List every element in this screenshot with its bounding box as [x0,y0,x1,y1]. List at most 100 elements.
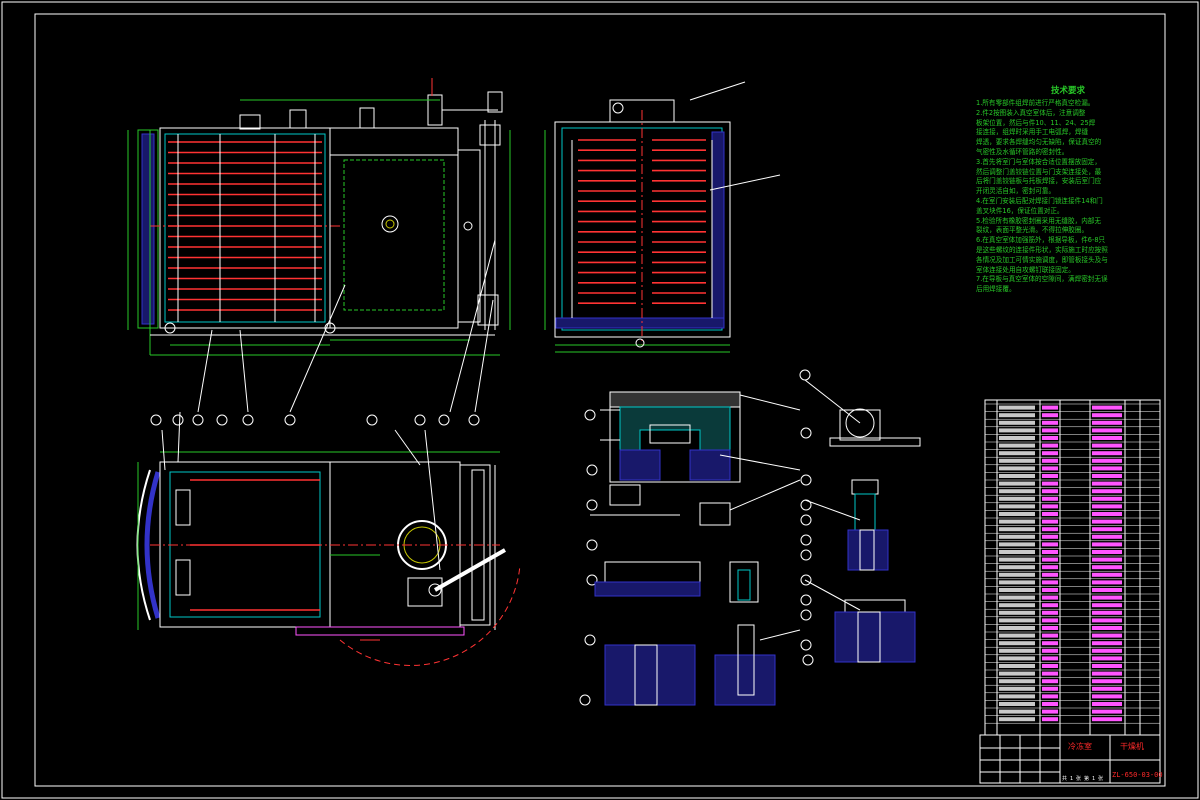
parts-list-cell-name [1042,626,1058,630]
title-block-drawing-number: ZL-650-03-00 [1112,771,1163,779]
parts-list-cell-code [999,481,1035,486]
parts-list-cell-name [1042,565,1058,570]
parts-list-cell-material [1092,565,1122,570]
technical-requirement-line: 7.在导板与真空室体的空隙间，满焊密封无误 [976,275,1108,284]
parts-list-cell-code [999,557,1035,562]
parts-list-cell-code [999,656,1035,661]
technical-requirement-line: 室体连接处用自攻螺钉联接固定。 [976,265,1075,274]
parts-list-cell-material [1092,633,1122,638]
parts-list-cell-material [1092,671,1122,676]
parts-list-cell-material [1092,474,1122,478]
callout-balloon [242,414,254,426]
callout-balloon [584,634,596,646]
parts-list-cell-name [1042,474,1058,478]
parts-list-cell-code [999,648,1035,653]
parts-list-cell-material [1092,542,1122,547]
callout-balloon [150,414,162,426]
parts-list-cell-code [999,504,1035,509]
parts-list-cell-code [999,466,1035,471]
parts-list-cell-material [1092,610,1122,615]
parts-list-cell-name [1042,481,1058,486]
title-block-company: 干燥机 [1120,742,1144,751]
technical-requirement-line: 3.首先将室门与室体按合适位置摆放固定， [976,157,1101,166]
callout-balloon [800,574,812,586]
parts-list-cell-name [1042,420,1058,425]
callout-balloon [366,414,378,426]
technical-requirement-line: 裂纹，表面平整光滑。不得拉伸胶圈。 [976,226,1089,235]
technical-requirement-line: 4.在室门安装后配对焊接门锁连接件14和门 [976,196,1103,205]
parts-list-cell-code [999,534,1035,539]
parts-list-cell-material [1092,466,1122,471]
callout-balloon [586,499,598,511]
parts-list-cell-material [1092,641,1122,646]
parts-list-cell-code [999,443,1035,448]
parts-list-cell-code [999,580,1035,585]
parts-list-cell-code [999,664,1035,668]
callout-balloon [800,609,812,621]
parts-list-cell-code [999,671,1035,676]
technical-requirements-list: 1.所有零部件组焊前进行严格真空检漏。2.件2按图装入真空室体后，注意调整板架位… [976,99,1160,295]
parts-list-cell-name [1042,610,1058,615]
callout-balloon [414,414,426,426]
parts-list-cell-code [999,702,1035,706]
parts-list-cell-material [1092,512,1122,516]
parts-list-cell-code [999,565,1035,570]
side-view [544,81,781,353]
parts-list-cell-name [1042,542,1058,547]
parts-list-cell-code [999,686,1035,691]
parts-list-cell-code [999,527,1035,532]
parts-list-cell-code [999,436,1035,440]
parts-list-cell-material [1092,702,1122,706]
front-view [127,78,511,413]
technical-requirement-line: 1.所有零部件组焊前进行严格真空检漏。 [976,99,1095,107]
parts-list-cell-name [1042,648,1058,653]
parts-list-cell-material [1092,451,1122,456]
title-block-part-name: 冷冻室 [1068,742,1092,751]
parts-list-cell-code [999,428,1035,433]
parts-list-cell-name [1042,443,1058,448]
parts-list-cell-name [1042,588,1058,592]
parts-list-cell-code [999,458,1035,463]
parts-list-cell-code [999,626,1035,630]
parts-list-cell-code [999,588,1035,592]
callout-balloon [802,654,814,666]
callout-balloon [800,514,812,526]
parts-list-cell-name [1042,633,1058,638]
parts-list-cell-name [1042,405,1058,410]
parts-list-cell-material [1092,405,1122,410]
parts-list-cell-material [1092,481,1122,486]
parts-list-cell-material [1092,557,1122,562]
parts-list-cell-code [999,474,1035,478]
callout-balloon [579,694,591,706]
parts-list-cell-code [999,489,1035,494]
parts-list-cell-code [999,405,1035,410]
callout-balloon [284,414,296,426]
parts-list-table [984,399,1161,736]
parts-list-cell-material [1092,603,1122,608]
parts-list-cell-material [1092,572,1122,577]
parts-list-cell-material [1092,534,1122,539]
parts-list-cell-material [1092,626,1122,630]
parts-list-cell-name [1042,550,1058,554]
technical-requirements: 技术要求 1.所有零部件组焊前进行严格真空检漏。2.件2按图装入真空室体后，注意… [976,84,1160,295]
parts-list-cell-material [1092,443,1122,448]
technical-requirement-line: 是这些螺纹的连接件形状，实际施工时应按照 [976,245,1108,254]
parts-list-cell-name [1042,679,1058,684]
parts-list-cell-material [1092,504,1122,509]
parts-list-cell-name [1042,595,1058,600]
technical-requirement-line: 开闭灵活自如，密封可靠。 [976,187,1056,196]
parts-list-cell-material [1092,618,1122,623]
parts-list-cell-name [1042,527,1058,532]
technical-requirement-line: 板架位置，然后与件10、11、24、25焊 [976,118,1096,127]
parts-list-cell-name [1042,496,1058,501]
parts-list-cell-name [1042,603,1058,608]
callout-balloon [799,369,811,381]
parts-list-cell-name [1042,656,1058,661]
parts-list-cell-code [999,512,1035,516]
technical-requirement-line: 接连接，组焊时采用手工电弧焊，焊缝 [976,128,1089,137]
parts-list-cell-material [1092,717,1122,722]
technical-requirements-title: 技术要求 [1050,86,1085,96]
parts-list-cell-material [1092,496,1122,501]
callout-balloon [800,427,812,439]
